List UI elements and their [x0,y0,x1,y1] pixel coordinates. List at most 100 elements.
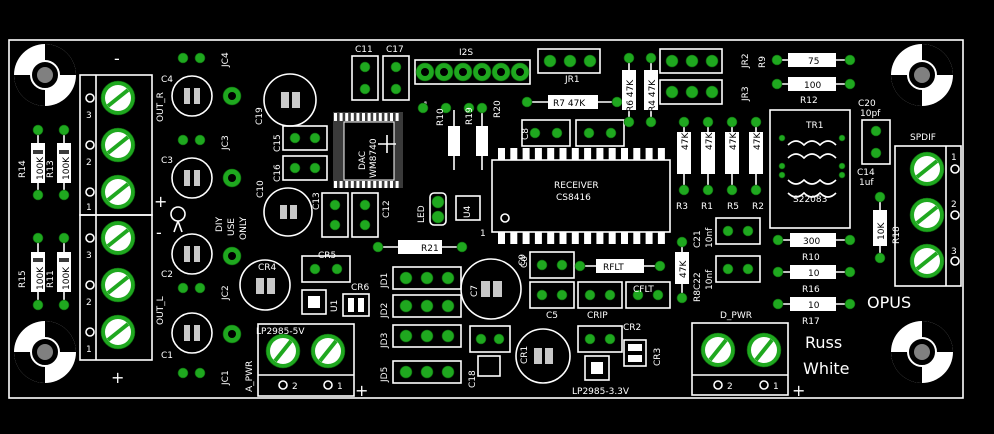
resistor-r9: 75 R9 [758,53,856,68]
r14-value: 100K [36,156,46,180]
d-pwr-pin1: 1 [773,382,779,392]
dac-pin [339,181,343,188]
out-r-pin1: 1 [86,203,92,213]
receiver-pin [571,148,579,162]
header-i2s: I2S [414,48,531,85]
c2-label: C2 [161,270,173,280]
cr4-label: CR4 [258,263,277,273]
dac-part-label: WM8740 [369,138,379,178]
r2-value: 47K [753,132,763,150]
i2s-pin-hole [440,68,448,76]
out-r-pin2: 2 [86,158,92,168]
c6-label: C6 [520,256,530,268]
cr3-label: CR3 [653,348,663,366]
receiver-pin [559,230,567,244]
dac-pin [390,181,393,188]
jd2-label: JD2 [380,303,390,319]
dac-chip-wm8740: DAC WM8740 1 [333,101,429,188]
dac-pin [367,181,371,188]
dac-pin [339,113,343,121]
cr1-label: CR1 [520,346,530,364]
out-l-pin1: 1 [86,345,92,355]
c11-label: C11 [355,45,373,55]
r5-label: R5 [727,202,739,212]
dac-pin [345,181,349,188]
dac-pin [395,181,399,188]
tr1-label: TR1 [805,121,823,131]
terminal-block-spdif: SPDIF 1 2 3 [894,133,962,287]
receiver-pin [522,148,530,162]
capacitor-c6: C6 [520,251,575,279]
capacitor-cr1: CR1 [515,328,571,384]
receiver-pin [633,148,641,162]
logo-icon [170,206,186,233]
resistor-r6: R6 47K [622,52,636,128]
dac-pin [334,113,337,121]
receiver-part-label: CS8416 [556,193,591,203]
capacitor-c16: C16 [273,155,328,182]
capacitor-c20: C20 10pf [858,99,891,165]
resistor-pad [726,184,738,196]
r11-value: 100K [62,266,72,290]
dac-pin [350,113,354,121]
u4-label: U4 [463,205,473,218]
r9-label: R9 [758,56,768,68]
jumper-pin [399,329,413,343]
spdif-label: SPDIF [910,133,936,143]
receiver-pin [621,148,628,162]
receiver-pin [608,230,616,244]
spdif-pin2: 2 [951,200,957,210]
capacitor-c11: C11 [351,45,379,101]
out-l-pin2: 2 [86,298,92,308]
russ-label: Russ [805,333,842,352]
c14-label: C14 [857,168,875,178]
resistor-r15: R15 100K [18,232,46,311]
jr1-label: JR1 [564,75,580,85]
terminal-block-out-l: 3 2 1 [79,214,153,361]
capacitor-cr6: CR6 [342,283,370,317]
c17-label: C17 [386,45,404,55]
r4-label: R4 47K [648,79,658,112]
dac-pin [362,181,365,188]
resistor-pad [678,116,690,128]
cr6-label: CR6 [351,283,370,293]
c14-value: 1uf [859,178,874,188]
r10-label: R10 [436,108,446,126]
r6-label: R6 47K [626,79,636,112]
c10-label: C10 [256,180,266,198]
capacitor-c17: C17 [382,45,410,101]
c15-label: C15 [273,134,283,152]
r17-label: R17 [802,317,820,327]
jumper-pin [441,329,455,343]
cflt-label: CFLT [633,285,654,295]
terminal-block-out-r: 3 2 1 [79,74,153,216]
c5-label: C5 [546,311,558,321]
receiver-pin [534,148,542,162]
capacitor-c21: C21 10nf [693,217,761,248]
receiver-pin [596,230,604,244]
jumper-jc3: JC3 [221,135,242,188]
resistor-r10-bottom: 300 R10 [772,233,856,263]
jumper-pin [399,365,413,379]
a-pwr-pin2: 2 [292,382,298,392]
c12-label: C12 [382,200,392,218]
c21-value: 10nf [705,227,715,248]
resistor-r19: R19 [465,102,488,170]
r8-label: R8 [693,290,703,302]
terminal-block-d-pwr: D_PWR 2 1 + [691,311,805,400]
jumper-outline [392,294,462,318]
diy-label: DIY [215,216,225,232]
receiver-pin [657,230,665,244]
c22-label: C22 [693,272,703,290]
receiver-pin [608,148,616,162]
led-label: LED [417,205,427,223]
capacitor-c14: C14 1uf [857,168,875,188]
c19-label: C19 [255,107,265,125]
mounting-hole-top-left [14,44,76,106]
c22-value: 10nf [705,269,715,290]
c20-label: C20 [858,99,876,109]
receiver-pin [633,230,641,244]
resistor-group-r3-r1-r5-r2 [677,116,763,196]
jumper-outline [392,360,462,384]
dac-pin [356,181,360,188]
